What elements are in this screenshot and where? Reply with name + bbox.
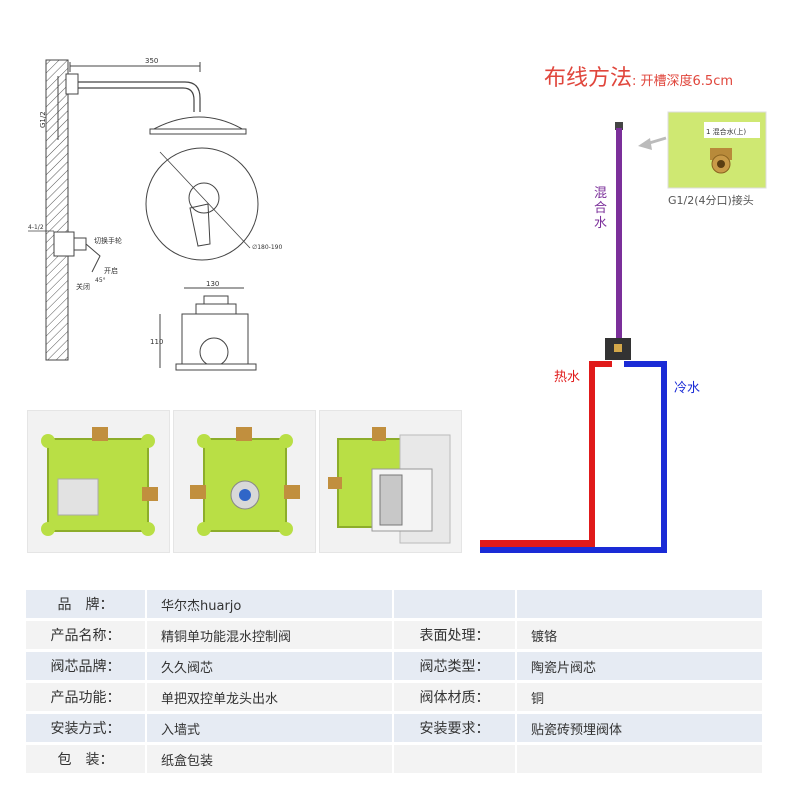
spec-value: 纸盒包装 xyxy=(146,743,394,776)
spec-value: 贴瓷砖预埋阀体 xyxy=(516,712,762,745)
spec-value xyxy=(516,743,762,776)
photo-valve-box-front xyxy=(173,410,316,553)
dim-diameter: ∅180-190 xyxy=(252,244,282,251)
spec-key: 包 装： xyxy=(26,743,147,776)
spec-row: 包 装：纸盒包装 xyxy=(26,743,762,776)
spec-key: 阀体材质： xyxy=(393,681,517,714)
dim-110: 110 xyxy=(150,338,163,346)
spec-key: 阀芯类型： xyxy=(393,650,517,683)
label-hot-water: 热水 xyxy=(554,370,581,385)
inset-text: 1 混合水(上) xyxy=(706,127,746,136)
cold-pipe xyxy=(480,361,667,553)
wall-hatch xyxy=(45,59,69,361)
wiring-title-main: 布线方法 xyxy=(544,66,633,91)
spec-value: 铜 xyxy=(516,681,762,714)
spec-value: 久久阀芯 xyxy=(146,650,394,683)
close-label: 关闭 xyxy=(76,282,90,291)
open-label: 开启 xyxy=(104,266,118,275)
spec-value: 入墙式 xyxy=(146,712,394,745)
spec-key: 安装要求： xyxy=(393,712,517,745)
spec-value: 华尔杰huarjo xyxy=(146,590,394,621)
spec-key: 安装方式： xyxy=(26,712,147,745)
photo-valve-with-cover xyxy=(319,410,462,553)
spec-row: 产品功能：单把双控单龙头出水阀体材质：铜 xyxy=(26,681,762,714)
cover-plate xyxy=(145,147,259,261)
angle-label: 45° xyxy=(95,277,106,284)
spec-key: 产品功能： xyxy=(26,681,147,714)
dim-350: 350 xyxy=(145,57,158,65)
label-fitting: G1/2(4分口)接头 xyxy=(668,194,754,207)
spec-key xyxy=(393,590,517,621)
dim-4-12: 4-1/2 xyxy=(28,224,44,231)
mixed-pipe xyxy=(616,128,622,343)
label-cold-water: 冷水 xyxy=(674,381,701,396)
spec-row: 安装方式：入墙式安装要求：贴瓷砖预埋阀体 xyxy=(26,712,762,745)
spec-value: 陶瓷片阀芯 xyxy=(516,650,762,683)
dim-g12: G1/2 xyxy=(39,111,47,128)
switch-handle-label: 切换手轮 xyxy=(94,236,122,245)
hot-pipe xyxy=(480,361,612,550)
label-mixed-water: 混合水 xyxy=(594,186,608,231)
spec-value: 精铜单功能混水控制阀 xyxy=(146,619,394,652)
photo-valve-box-side xyxy=(27,410,170,553)
spec-row: 产品名称：精铜单功能混水控制阀表面处理：镀铬 xyxy=(26,619,762,652)
wiring-diagram: 1 混合水(上) xyxy=(480,111,767,553)
dim-130: 130 xyxy=(206,280,219,288)
spec-row: 品 牌：华尔杰huarjo xyxy=(26,590,762,621)
spec-row: 阀芯品牌：久久阀芯阀芯类型：陶瓷片阀芯 xyxy=(26,650,762,683)
spec-key xyxy=(393,743,517,776)
wiring-title: 布线方法: 开槽深度6.5cm xyxy=(544,60,733,92)
spec-value: 镀铬 xyxy=(516,619,762,652)
spec-key: 品 牌： xyxy=(26,590,147,621)
spec-key: 产品名称： xyxy=(26,619,147,652)
spec-key: 表面处理： xyxy=(393,619,517,652)
wiring-title-sub: : 开槽深度6.5cm xyxy=(632,74,734,89)
spec-value: 单把双控单龙头出水 xyxy=(146,681,394,714)
technical-drawing: 350 G1/2 ∅180-190 4-1/2 切换手轮 45° 开启 关闭 1… xyxy=(28,57,282,371)
spec-value xyxy=(516,590,762,621)
spec-key: 阀芯品牌： xyxy=(26,650,147,683)
